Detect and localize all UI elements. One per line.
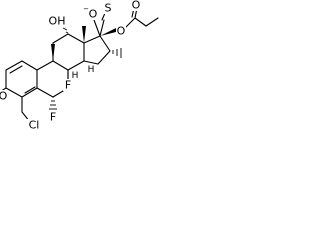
atom-o-ester: O [116, 25, 126, 38]
svg-text:O: O [89, 8, 98, 21]
atom-o-ring-a: O [0, 90, 8, 103]
c16-methyl-hash [112, 48, 122, 58]
atom-h-14: H [88, 65, 95, 75]
ring-d [83, 35, 111, 65]
atom-f-9: F [63, 79, 73, 92]
svg-text:−: − [83, 5, 89, 13]
c13-methyl-wedge [82, 26, 86, 43]
svg-text:H: H [72, 71, 79, 81]
svg-text:H: H [88, 65, 95, 75]
ring-c [52, 33, 85, 71]
c10-methyl-wedge [51, 44, 55, 61]
svg-text:O: O [132, 0, 141, 12]
atom-o-thio: O − [83, 5, 98, 21]
atom-cl: Cl [26, 119, 42, 132]
svg-text:OH: OH [49, 15, 66, 28]
svg-text:F: F [50, 111, 56, 124]
svg-text:S: S [105, 2, 112, 15]
atom-f-6: F [48, 111, 58, 124]
atom-s: S [103, 2, 113, 15]
atom-oh-11: OH [48, 15, 66, 28]
svg-text:F: F [65, 79, 71, 92]
structural-formula: O Cl F F OH H H O − S O O [0, 0, 159, 132]
c17-ester-wedge [100, 28, 116, 36]
svg-text:O: O [0, 90, 8, 103]
svg-text:O: O [117, 25, 126, 38]
atom-h-8: H [72, 71, 79, 81]
atom-o-ester-carbonyl: O [131, 0, 141, 12]
svg-text:Cl: Cl [29, 119, 40, 132]
c6-fluoro-hash [49, 100, 57, 110]
